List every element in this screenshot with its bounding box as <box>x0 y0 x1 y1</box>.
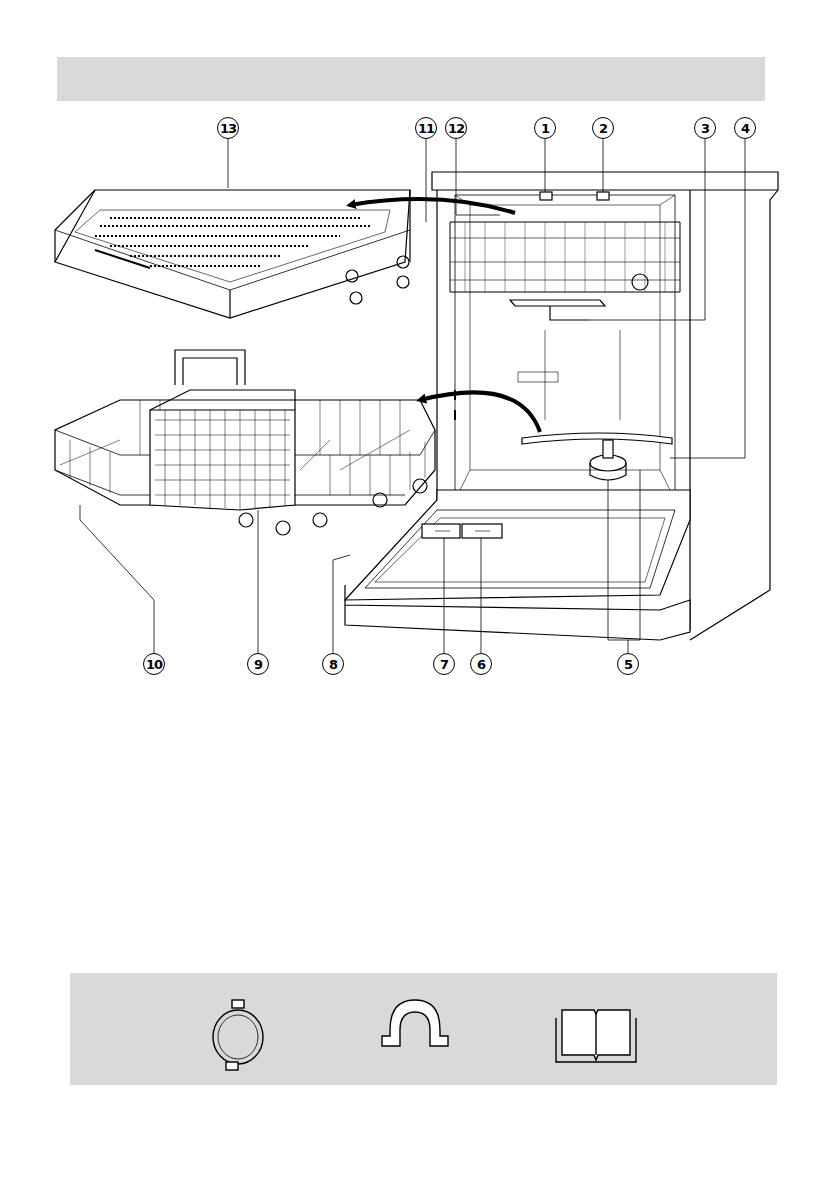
accessories-band <box>70 973 777 1085</box>
callout-number: 9 <box>247 653 269 675</box>
leader-lines <box>80 139 745 653</box>
removal-arrow <box>420 392 540 432</box>
callout-number: 13 <box>217 117 239 139</box>
callout-number: 8 <box>322 653 344 675</box>
header-band <box>57 57 765 101</box>
lower-basket <box>55 350 435 535</box>
open-door <box>345 490 690 640</box>
callout-number: 1 <box>534 117 556 139</box>
callout-number: 7 <box>433 653 455 675</box>
callout-number: 4 <box>734 117 756 139</box>
callout-number: 5 <box>617 653 639 675</box>
callout-number: 2 <box>592 117 614 139</box>
cutlery-tray <box>55 190 410 318</box>
callout-number: 11 <box>415 117 437 139</box>
callout-number: 12 <box>445 117 467 139</box>
callout-number: 6 <box>470 653 492 675</box>
accessories-icons <box>213 1000 636 1070</box>
callout-number: 10 <box>143 653 165 675</box>
callout-number: 3 <box>694 117 716 139</box>
removal-arrow <box>350 199 515 213</box>
